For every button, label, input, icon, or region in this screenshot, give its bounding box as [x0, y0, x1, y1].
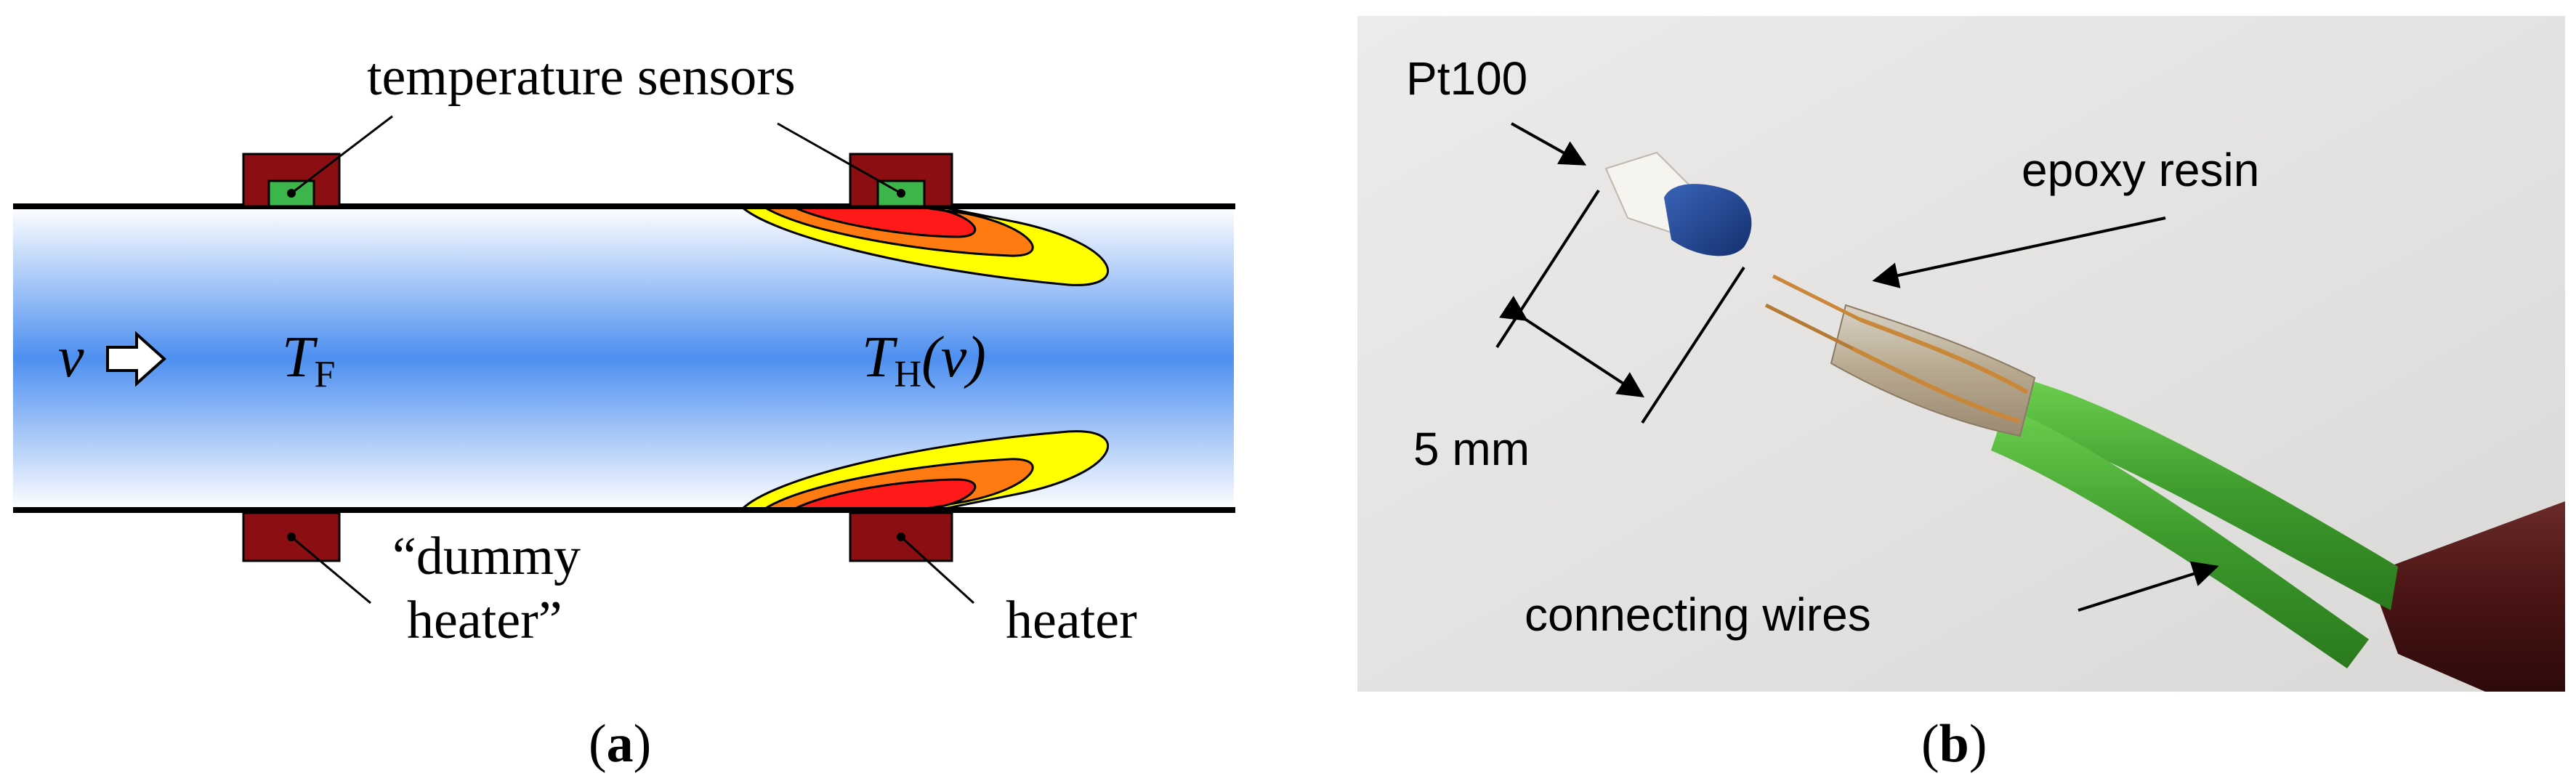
label-dummy-line2: heater”	[407, 591, 562, 650]
panel-a: temperature sensors v TF TH(v) “dummy he…	[13, 47, 1235, 774]
heat-plume-bottom	[738, 430, 1109, 511]
cable-sheath	[2369, 501, 2565, 692]
label-pt100: Pt100	[1406, 52, 1527, 105]
copper-lead-upper	[1859, 317, 2029, 394]
label-velocity: v	[58, 325, 84, 389]
heat-plume-top	[738, 205, 1109, 286]
epoxy-resin-section	[1830, 304, 2036, 437]
copper-lead-thin-lower	[1764, 303, 1854, 351]
copper-lead-thin-upper	[1772, 274, 1862, 322]
label-tf: TF	[282, 325, 335, 395]
leader-dummy	[291, 535, 371, 604]
leader-heater	[900, 535, 975, 604]
copper-lead-lower	[1852, 347, 2021, 424]
sensor-block-fluid	[242, 153, 341, 208]
arrow-epoxy	[1872, 217, 2166, 288]
green-wire-lower	[1991, 407, 2369, 668]
dimension-extension-right	[1641, 266, 1745, 424]
label-dummy-line1: “dummy	[392, 527, 581, 586]
arrow-wires	[2078, 561, 2219, 612]
label-heater: heater	[1006, 591, 1137, 650]
flow-arrow-icon	[106, 331, 166, 387]
green-wire-upper	[2006, 378, 2398, 610]
leader-sensors-left	[291, 115, 393, 195]
label-temperature-sensors: temperature sensors	[367, 47, 796, 107]
label-th: TH(v)	[862, 325, 986, 395]
label-connecting-wires: connecting wires	[1525, 588, 1871, 641]
label-epoxy-resin: epoxy resin	[2022, 144, 2259, 196]
caption-a: (a)	[589, 714, 651, 774]
sensor-block-heater	[849, 153, 953, 208]
panel-b: Pt100 epoxy resin 5 mm connecting wires …	[1357, 16, 2565, 774]
dimension-arrow	[1499, 296, 1645, 397]
sensor-blue-cap	[1664, 184, 1752, 256]
arrow-pt100	[1511, 122, 1587, 166]
leader-sensors-right	[777, 122, 902, 195]
caption-b: (b)	[1921, 714, 1987, 774]
label-5mm: 5 mm	[1413, 423, 1530, 475]
